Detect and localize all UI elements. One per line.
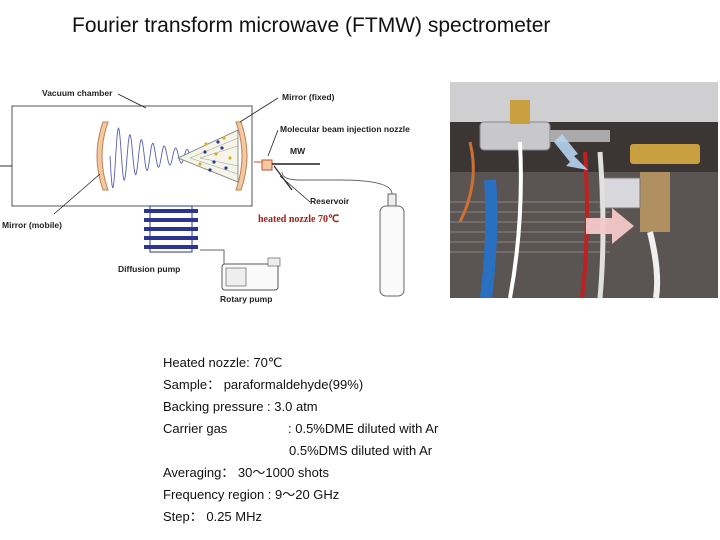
photo-valve-body [599,177,641,209]
label-rotary-pump: Rotary pump [220,294,272,304]
photo-brass-fitting-right [630,144,700,164]
molecule-dots-yellow [198,136,232,166]
photo-arrow-blue [554,134,588,170]
photo-brass-fitting-top [510,100,530,124]
label-injection-nozzle: Molecular beam injection nozzle [280,124,410,134]
reservoir-line [273,165,293,191]
photo-heater-block [640,172,670,232]
photo-top-panel [450,82,718,122]
gas-line [281,171,393,195]
leader-lines [53,93,311,215]
diffusion-pump [144,209,198,249]
photo-blue-cable [480,179,498,298]
label-heated-nozzle: heated nozzle 70℃ [258,214,339,225]
diffusion-pump-body [149,205,193,253]
spectrometer-schematic: Vacuum chamber Mirror (fixed) Molecular … [0,88,410,304]
label-mirror-mobile: Mirror (mobile) [2,220,62,230]
gas-cylinder-valve [387,193,397,207]
label-vacuum-chamber: Vacuum chamber [42,88,113,98]
molecular-beam-cone [176,129,239,183]
label-diffusion-pump: Diffusion pump [118,264,180,274]
photo-vent-lines [450,201,610,253]
label-mirror-fixed: Mirror (fixed) [282,92,335,102]
photo-arrow-pink [586,208,634,244]
photo-white-cable [647,231,661,298]
vacuum-chamber-outline [11,105,253,207]
slide-title: Fourier transform microwave (FTMW) spect… [72,14,551,37]
label-mw: MW [290,146,306,156]
mobile-mirror [96,121,109,191]
photo-white-wire [508,141,523,298]
photo-nozzle-housing [479,121,551,151]
carrier-gas-value-1: : 0.5%DME diluted with Ar [288,421,439,436]
gas-cylinder [379,205,405,297]
injection-nozzle [261,159,273,171]
label-reservoir: Reservoir [310,196,350,206]
rotary-pump-outlet [267,257,281,267]
beam-lines [189,137,239,175]
molecule-dots [203,140,228,172]
rotary-pump-motor [225,267,247,287]
photo-orange-wire [458,141,475,223]
fixed-mirror [235,121,248,191]
apparatus-photo [450,82,718,298]
pump-connection [200,249,225,264]
